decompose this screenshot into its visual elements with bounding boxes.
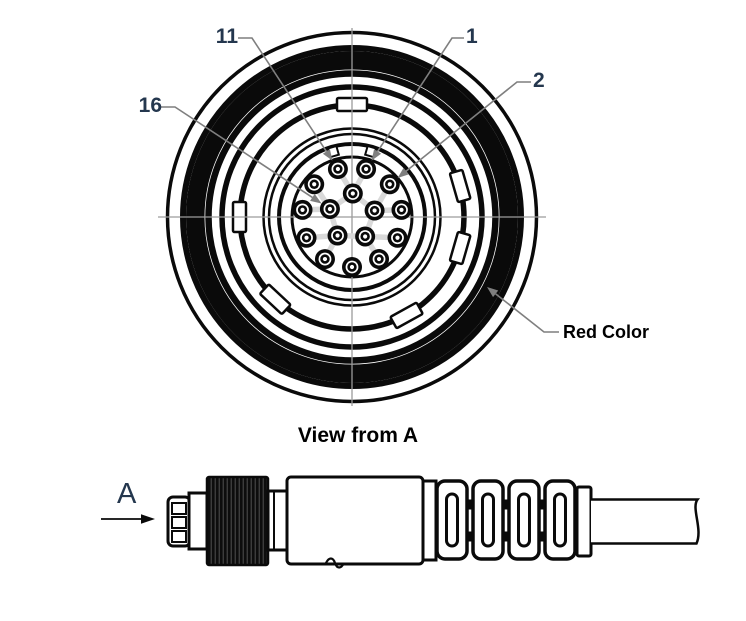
pin-6 <box>342 257 363 277</box>
bellows-spool <box>435 479 469 561</box>
neck-section <box>266 489 290 552</box>
pin-9 <box>292 199 313 220</box>
keying-tab <box>448 168 472 204</box>
leader-arrowhead <box>322 149 333 161</box>
bellows-spool <box>507 479 541 561</box>
leader-pin-1 <box>371 37 464 161</box>
leader-arrowhead <box>310 193 322 204</box>
leader-red-color <box>487 287 559 333</box>
body-bottom-notch <box>325 557 345 569</box>
bellows-spool <box>471 479 505 561</box>
pin-8 <box>296 227 317 248</box>
centerline-crosshair <box>158 28 546 406</box>
pin-10 <box>304 174 325 195</box>
view-caption: View from A <box>297 424 419 447</box>
pin-13 <box>364 200 385 221</box>
pin-14 <box>355 226 376 247</box>
leader-pin-11 <box>238 37 333 161</box>
pin-11 <box>327 159 348 180</box>
pin-16 <box>319 198 340 219</box>
pin-label-11: 11 <box>215 25 238 48</box>
knurled-coupling-nut <box>205 475 270 567</box>
cable-collar <box>575 485 593 558</box>
pin-label-1: 1 <box>466 25 478 48</box>
bellows-spool <box>543 479 577 561</box>
plug-front-face <box>166 491 209 551</box>
leader-pin-16 <box>161 106 322 204</box>
leader-arrowhead <box>397 167 409 178</box>
backshell-body <box>285 475 438 569</box>
connector-side-view <box>101 475 701 569</box>
leader-pin-2 <box>397 81 531 178</box>
keying-tab <box>389 301 424 330</box>
pin-12 <box>342 183 363 204</box>
keying-tab <box>448 230 472 266</box>
keying-tab <box>259 283 292 315</box>
cable <box>591 498 701 545</box>
leader-arrowhead <box>371 149 382 161</box>
pin-7 <box>314 249 335 270</box>
connector-front-view <box>158 28 559 406</box>
pin-label-2: 2 <box>533 69 545 92</box>
pin-1 <box>356 159 377 180</box>
leader-lines <box>161 37 559 333</box>
pin-5 <box>369 249 390 270</box>
contact-pins <box>292 159 412 277</box>
pin-15 <box>327 225 348 246</box>
view-direction-arrow <box>101 514 155 524</box>
pin-2 <box>379 174 400 195</box>
leader-arrowhead <box>487 287 499 298</box>
pin-3 <box>391 199 412 220</box>
pin-4 <box>387 227 408 248</box>
red-color-annotation: Red Color <box>563 322 650 342</box>
pin-label-16: 16 <box>138 94 162 117</box>
view-arrow-label: A <box>117 478 137 510</box>
bellows-strain-relief <box>435 479 581 561</box>
